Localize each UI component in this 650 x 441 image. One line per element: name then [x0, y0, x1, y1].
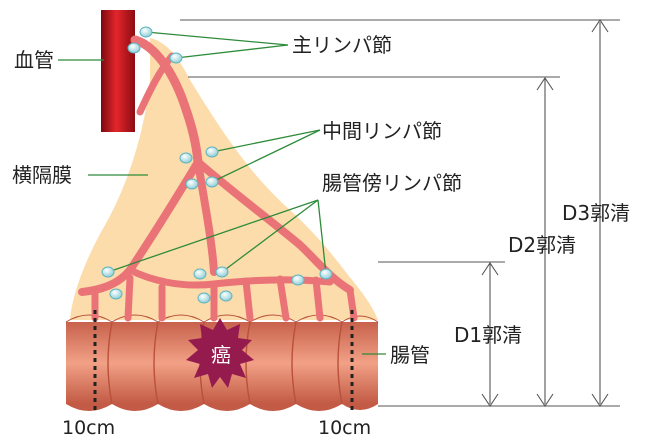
lymph-node: [186, 179, 198, 189]
lymph-node: [206, 177, 218, 187]
lymph-node: [102, 267, 114, 277]
intestine-label: 腸管: [390, 343, 430, 367]
blood-vessel-label: 血管: [14, 48, 54, 72]
lymph-node: [216, 267, 228, 277]
paracolic-lymph-node-label: 腸管傍リンパ節: [322, 171, 462, 195]
main-lymph-node-label: 主リンパ節: [292, 33, 392, 57]
mesentery-label: 横隔膜: [12, 163, 72, 187]
lymph-node: [292, 275, 304, 285]
lymph-node: [198, 293, 210, 303]
lymph-node: [170, 53, 182, 63]
blood-vessel: [101, 10, 135, 132]
lymph-node: [128, 43, 140, 53]
lymph-node: [110, 289, 122, 299]
lymph-node: [180, 153, 192, 163]
tumor-label: 癌: [211, 343, 231, 367]
lymph-node: [194, 269, 206, 279]
margin-right-label: 10cm: [318, 417, 371, 439]
d1-label: D1郭清: [454, 323, 522, 347]
lymph-node: [320, 269, 332, 279]
d2-label: D2郭清: [508, 233, 576, 257]
d3-label: D3郭清: [562, 201, 630, 225]
lymph-node: [140, 27, 152, 37]
intermediate-lymph-node-label: 中間リンパ節: [322, 119, 442, 143]
lymph-node: [206, 147, 218, 157]
margin-left-label: 10cm: [62, 417, 115, 439]
lymph-node: [220, 291, 232, 301]
